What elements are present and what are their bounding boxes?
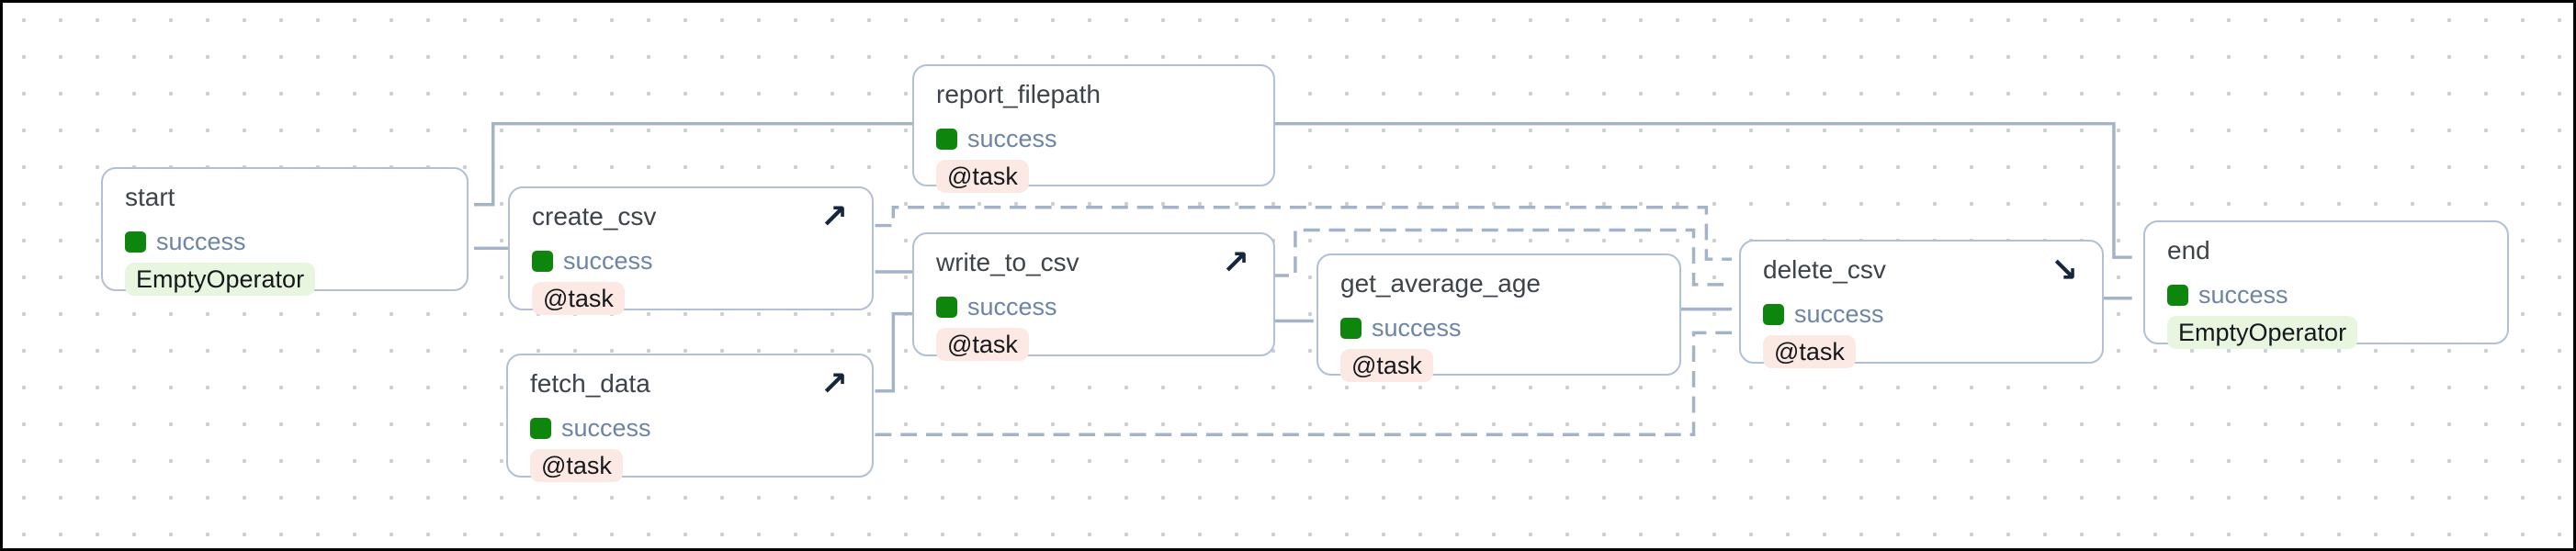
- edge-fetch_data-to-delete_csv: [875, 331, 1733, 436]
- task-status-label: success: [967, 125, 1057, 152]
- edge-start-to-report_filepath: [473, 121, 914, 207]
- task-status-row: success: [1763, 300, 2080, 328]
- success-status-icon: [1340, 317, 1361, 339]
- task-status-row: success: [936, 125, 1251, 152]
- teardown-arrow-icon: ↘: [2050, 252, 2078, 289]
- success-status-icon: [936, 128, 957, 150]
- edge-write_to_csv-to-delete_csv: [1272, 228, 1733, 287]
- task-title: report_filepath: [936, 80, 1102, 108]
- success-status-icon: [125, 231, 146, 253]
- edge-report_filepath-to-end: [1272, 121, 2132, 259]
- task-status-label: success: [2198, 281, 2288, 309]
- success-status-icon: [532, 250, 553, 272]
- success-status-icon: [530, 417, 551, 439]
- task-title: start: [125, 183, 175, 211]
- task-title: fetch_data: [530, 369, 650, 398]
- task-type-badge: @task: [530, 449, 623, 482]
- success-status-icon: [936, 296, 957, 318]
- task-status-label: success: [1372, 314, 1462, 342]
- task-title: delete_csv: [1763, 255, 1886, 284]
- task-status-row: success: [2167, 281, 2485, 309]
- task-type-badge: @task: [1763, 335, 1856, 368]
- task-status-row: success: [125, 228, 445, 255]
- task-status-label: success: [563, 247, 653, 275]
- task-status-row: success: [532, 247, 850, 275]
- dag-edge-layer: [473, 121, 2132, 436]
- success-status-icon: [1763, 303, 1784, 325]
- task-title: get_average_age: [1340, 269, 1541, 298]
- task-status-label: success: [1794, 300, 1884, 328]
- setup-arrow-icon: ↗: [819, 198, 848, 236]
- task-title: create_csv: [532, 202, 657, 231]
- task-status-label: success: [967, 293, 1057, 320]
- task-status-label: success: [156, 228, 246, 255]
- task-status-row: success: [936, 293, 1251, 320]
- edge-create_csv-to-delete_csv: [875, 206, 1733, 261]
- task-type-badge: @task: [936, 160, 1029, 193]
- task-title: end: [2167, 236, 2210, 264]
- success-status-icon: [2167, 284, 2188, 306]
- task-type-badge: @task: [936, 328, 1029, 361]
- task-status-label: success: [561, 414, 651, 442]
- task-status-row: success: [1340, 314, 1657, 342]
- task-type-badge: @task: [532, 282, 625, 315]
- task-type-badge: @task: [1340, 349, 1433, 382]
- task-title: write_to_csv: [936, 248, 1079, 276]
- setup-arrow-icon: ↗: [819, 365, 848, 403]
- edge-fetch_data-to-write_to_csv: [875, 311, 914, 393]
- setup-arrow-icon: ↗: [1221, 244, 1249, 282]
- task-status-row: success: [530, 414, 850, 442]
- task-type-badge: EmptyOperator: [2167, 316, 2358, 349]
- task-type-badge: EmptyOperator: [125, 263, 316, 296]
